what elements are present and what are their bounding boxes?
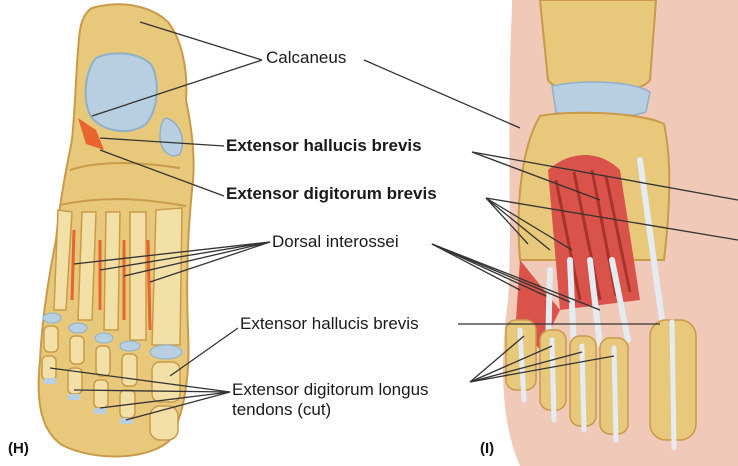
panel-label-h: (H) [8, 440, 29, 457]
talus-cartilage [84, 52, 158, 133]
tendon-stubs [44, 378, 133, 424]
panel-label-i: (I) [480, 440, 495, 457]
joint-cartilage [42, 312, 183, 360]
label-extensor-hallucis-brevis-bold: Extensor hallucis brevis [226, 136, 422, 155]
tibia [538, 0, 658, 94]
leader-lines [49, 21, 738, 421]
label-extensor-digitorum-brevis-bold: Extensor digitorum brevis [226, 184, 437, 203]
label-calcaneus: Calcaneus [266, 48, 347, 67]
label-extensor-hallucis-brevis: Extensor hallucis brevis [240, 314, 419, 333]
right-foot-muscles [503, 0, 738, 466]
toe-tendons [517, 319, 677, 451]
extensor-brevis-origin [78, 118, 104, 150]
phalanges [41, 325, 181, 441]
dorsal-interossei-left [70, 229, 152, 331]
label-dorsal-interossei: Dorsal interossei [272, 232, 399, 251]
label-extensor-digitorum-longus-line2: tendons (cut) [232, 400, 332, 419]
left-foot-skeleton [37, 3, 195, 458]
navicular-cartilage [159, 117, 184, 157]
label-extensor-digitorum-longus: Extensor digitorum longus [232, 380, 429, 399]
